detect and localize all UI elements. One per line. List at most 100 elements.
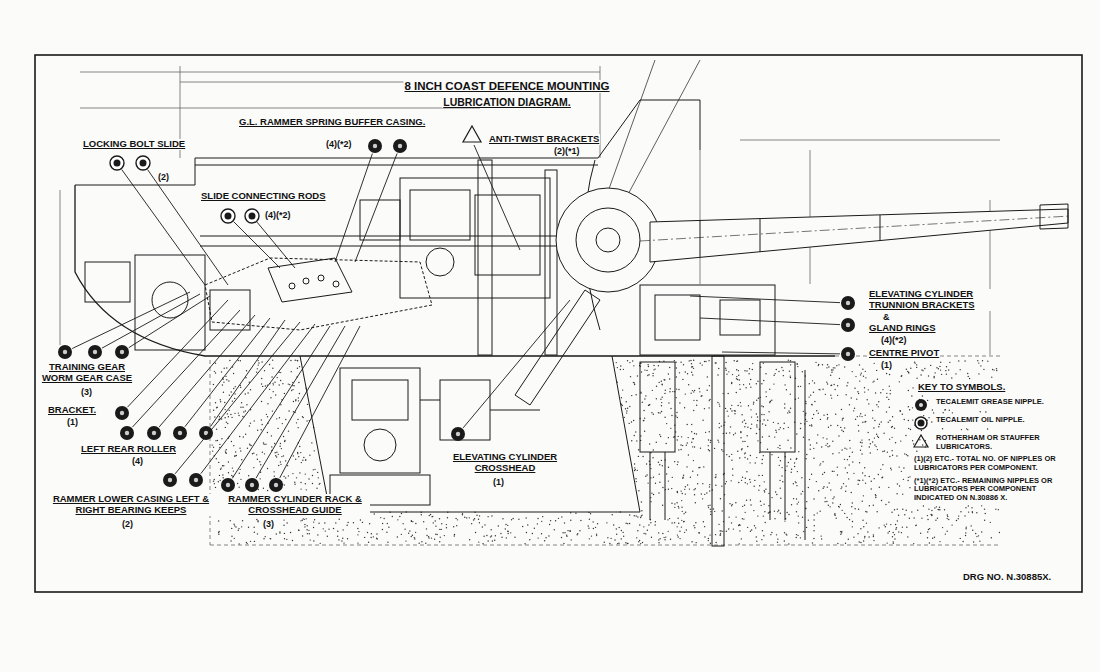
- concrete-stipple: [595, 527, 596, 528]
- concrete-stipple: [794, 462, 795, 463]
- concrete-stipple: [913, 443, 914, 444]
- concrete-stipple: [471, 523, 472, 524]
- concrete-stipple: [940, 369, 941, 370]
- concrete-stipple: [518, 519, 519, 520]
- concrete-stipple: [812, 380, 813, 381]
- concrete-stipple: [771, 454, 772, 455]
- concrete-stipple: [640, 517, 641, 518]
- concrete-stipple: [669, 391, 670, 392]
- concrete-stipple: [840, 531, 841, 532]
- concrete-stipple: [685, 486, 686, 487]
- concrete-stipple: [936, 506, 937, 507]
- concrete-stipple: [310, 539, 311, 540]
- concrete-stipple: [729, 432, 730, 433]
- concrete-stipple: [687, 373, 688, 374]
- concrete-stipple: [781, 367, 782, 368]
- concrete-stipple: [475, 532, 476, 533]
- concrete-stipple: [678, 506, 679, 507]
- concrete-stipple: [498, 525, 499, 526]
- concrete-stipple: [861, 445, 862, 446]
- concrete-stipple: [537, 537, 538, 538]
- concrete-stipple: [738, 375, 739, 376]
- concrete-stipple: [701, 493, 702, 494]
- concrete-stipple: [231, 475, 232, 476]
- concrete-stipple: [710, 514, 711, 515]
- grease-nipple-symbol: [846, 301, 850, 305]
- concrete-stipple: [576, 534, 577, 535]
- concrete-stipple: [270, 538, 271, 539]
- concrete-stipple: [267, 468, 268, 469]
- concrete-stipple: [681, 507, 682, 508]
- concrete-stipple: [826, 367, 827, 368]
- concrete-stipple: [257, 459, 258, 460]
- concrete-stipple: [487, 540, 488, 541]
- concrete-stipple: [286, 539, 287, 540]
- drawing-line: [152, 282, 188, 318]
- drawing-line: [515, 290, 600, 405]
- concrete-stipple: [845, 394, 846, 395]
- concrete-stipple: [323, 528, 324, 529]
- concrete-stipple: [765, 373, 766, 374]
- concrete-stipple: [577, 533, 578, 534]
- concrete-stipple: [432, 516, 433, 517]
- concrete-stipple: [889, 420, 890, 421]
- concrete-stipple: [312, 475, 313, 476]
- concrete-stipple: [750, 409, 751, 410]
- concrete-stipple: [431, 537, 432, 538]
- concrete-stipple: [284, 533, 285, 534]
- concrete-stipple: [567, 530, 568, 531]
- concrete-stipple: [877, 436, 878, 437]
- concrete-stipple: [834, 513, 835, 514]
- concrete-stipple: [899, 410, 900, 411]
- concrete-stipple: [616, 534, 617, 535]
- concrete-stipple: [217, 407, 218, 408]
- concrete-stipple: [305, 483, 306, 484]
- concrete-stipple: [753, 510, 754, 511]
- concrete-stipple: [240, 387, 241, 388]
- concrete-stipple: [801, 477, 802, 478]
- concrete-stipple: [841, 531, 842, 532]
- concrete-stipple: [482, 526, 483, 527]
- concrete-stipple: [889, 374, 890, 375]
- concrete-stipple: [643, 526, 644, 527]
- concrete-stipple: [746, 500, 747, 501]
- concrete-stipple: [441, 529, 442, 530]
- concrete-stipple: [848, 478, 849, 479]
- concrete-stipple: [806, 454, 807, 455]
- concrete-stipple: [360, 519, 361, 520]
- concrete-stipple: [698, 467, 699, 468]
- concrete-stipple: [996, 370, 997, 371]
- concrete-stipple: [738, 482, 739, 483]
- concrete-stipple: [793, 498, 794, 499]
- concrete-stipple: [834, 389, 835, 390]
- concrete-stipple: [596, 533, 597, 534]
- concrete-stipple: [844, 366, 845, 367]
- concrete-stipple: [763, 419, 764, 420]
- concrete-stipple: [863, 540, 864, 541]
- concrete-stipple: [653, 365, 654, 366]
- concrete-stipple: [746, 471, 747, 472]
- concrete-stipple: [714, 448, 715, 449]
- concrete-stipple: [784, 422, 785, 423]
- concrete-stipple: [758, 475, 759, 476]
- concrete-stipple: [692, 446, 693, 447]
- concrete-stipple: [302, 460, 303, 461]
- concrete-stipple: [257, 533, 258, 534]
- concrete-stipple: [298, 400, 299, 401]
- concrete-stipple: [490, 536, 491, 537]
- concrete-stipple: [297, 419, 298, 420]
- concrete-stipple: [272, 359, 273, 360]
- concrete-stipple: [662, 384, 663, 385]
- concrete-stipple: [260, 429, 261, 430]
- concrete-stipple: [743, 518, 744, 519]
- concrete-stipple: [873, 427, 874, 428]
- grease-nipple-symbol: [846, 352, 850, 356]
- concrete-stipple: [676, 526, 677, 527]
- drawing-line: [426, 248, 454, 276]
- concrete-stipple: [729, 503, 730, 504]
- concrete-stipple: [357, 542, 358, 543]
- oil-nipple-symbol: [136, 156, 150, 170]
- drawing-line: [35, 55, 1082, 592]
- concrete-stipple: [295, 360, 296, 361]
- concrete-stipple: [912, 407, 913, 408]
